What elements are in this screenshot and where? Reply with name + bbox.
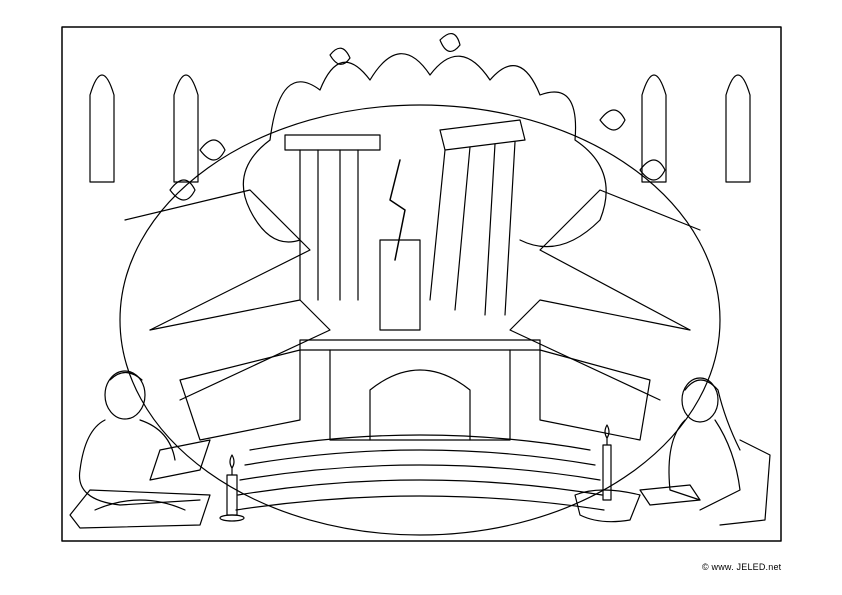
temple — [284, 119, 541, 441]
reading-person-left — [69, 370, 211, 529]
arched-windows — [89, 74, 751, 183]
candle-left — [219, 454, 245, 522]
page-frame — [61, 26, 782, 542]
courtyard — [124, 189, 701, 441]
candle-right — [602, 424, 612, 501]
reading-person-right — [574, 377, 771, 526]
flames — [169, 33, 666, 248]
steps — [235, 434, 605, 511]
vision-ellipse — [119, 104, 721, 536]
copyright-credit: © www. JELED.net — [702, 562, 782, 572]
